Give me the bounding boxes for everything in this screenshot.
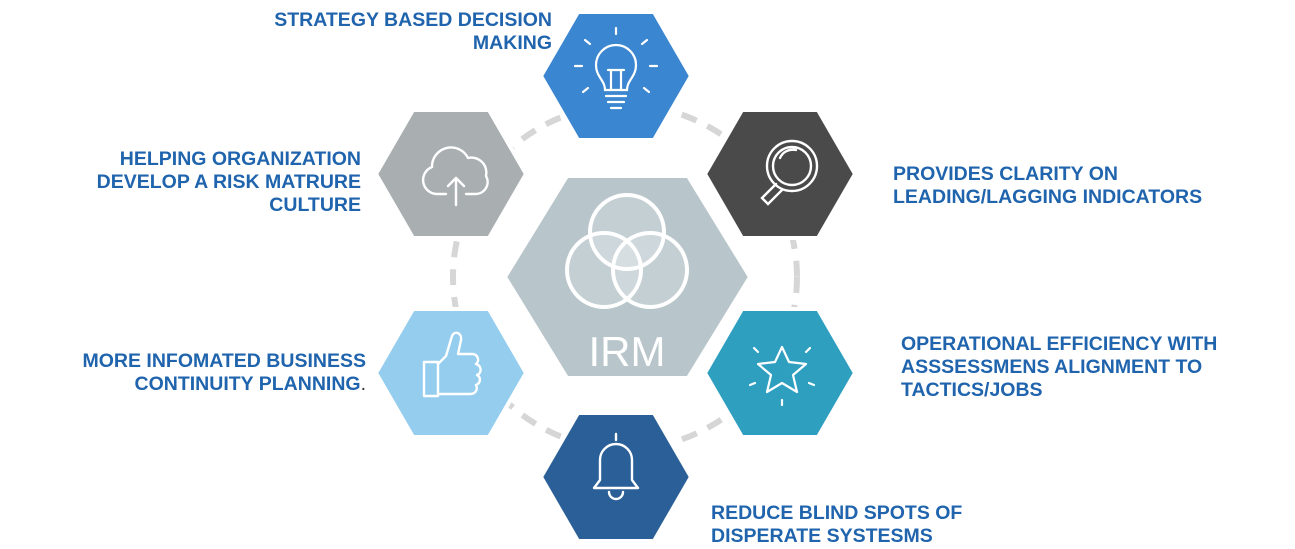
hexagon-bottom-left <box>373 307 529 439</box>
hexagon-top-left <box>373 108 529 240</box>
label-top-line: STRATEGY BASED DECISION <box>274 9 552 31</box>
label-top: STRATEGY BASED DECISION MAKING <box>274 9 552 55</box>
hexagon-top-right <box>702 108 858 240</box>
label-bottom-line: REDUCE BLIND SPOTS OF <box>711 502 963 524</box>
label-top-right: PROVIDES CLARITY ON LEADING/LAGGING INDI… <box>893 163 1202 209</box>
star-icon <box>748 345 816 407</box>
hexagon-bottom-right <box>702 307 858 439</box>
bell-icon <box>592 432 640 501</box>
label-top-left-line: CULTURE <box>269 194 361 216</box>
venn-circles-icon <box>565 193 689 309</box>
label-bottom-right: OPERATIONAL EFFICIENCY WITH ASSSESSMENS … <box>901 333 1217 402</box>
label-bottom-left: MORE INFOMATED BUSINESS CONTINUITY PLANN… <box>83 350 366 396</box>
label-top-right-line: PROVIDES CLARITY ON <box>893 163 1119 185</box>
hexagon-top <box>538 10 694 142</box>
magnifier-icon <box>760 139 819 206</box>
thumbs-up-icon <box>422 331 482 398</box>
lightbulb-icon <box>573 26 659 110</box>
label-bottom-line: DISPERATE SYSTESMS <box>711 525 933 547</box>
label-bottom-right-line: TACTICS/JOBS <box>901 379 1043 401</box>
label-bottom-right-line: OPERATIONAL EFFICIENCY WITH <box>901 333 1218 355</box>
center-label: IRM <box>589 328 666 375</box>
hexagon-bottom <box>538 411 694 543</box>
cloud-upload-icon <box>421 146 489 207</box>
label-bottom: REDUCE BLIND SPOTS OF DISPERATE SYSTESMS <box>711 502 962 548</box>
label-bottom-left-text: CONTINUITY PLANNING <box>134 373 361 395</box>
label-top-line: MAKING <box>472 32 552 54</box>
label-bottom-left-period: . <box>360 373 366 395</box>
center-hexagon: IRM <box>502 174 753 380</box>
label-top-left: HELPING ORGANIZATION DEVELOP A RISK MATR… <box>97 148 361 217</box>
dashed-ring <box>450 102 800 452</box>
label-bottom-right-line: ASSSESSMENS ALIGNMENT TO <box>901 356 1203 378</box>
label-bottom-left-line: MORE INFOMATED BUSINESS <box>82 350 366 372</box>
label-top-left-line: DEVELOP A RISK MATRURE <box>96 171 361 193</box>
label-top-right-line: LEADING/LAGGING INDICATORS <box>893 186 1203 208</box>
label-top-left-line: HELPING ORGANIZATION <box>119 148 361 170</box>
label-bottom-left-line: CONTINUITY PLANNING. <box>83 373 366 396</box>
